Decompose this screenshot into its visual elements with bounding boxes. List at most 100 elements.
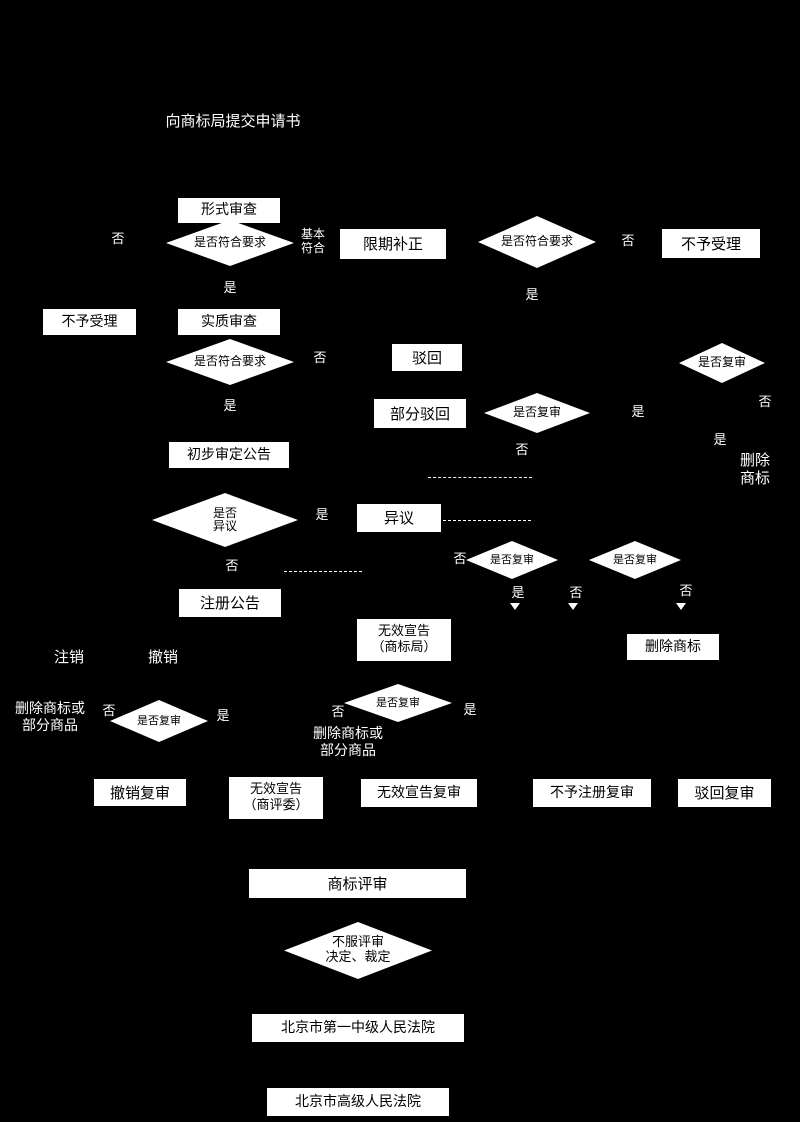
label-basically-conforms-label: 基本 <box>300 226 325 241</box>
delete-partial-text-left-label: 删除商标或 <box>15 701 85 718</box>
start-text-label: 向商标局提交申请书 <box>165 112 301 130</box>
intermediate-court-box-label: 北京市第一中级人民法院 <box>281 1019 435 1036</box>
delete-trademark-text-right-label: 商标 <box>739 469 770 487</box>
review-diamond-right-label: 是否复审 <box>697 355 746 370</box>
delete-trademark-box: 删除商标 <box>627 634 719 660</box>
intermediate-court-box: 北京市第一中级人民法院 <box>252 1014 464 1042</box>
delete-trademark-box-label: 删除商标 <box>645 638 701 655</box>
appeal-diamond-label: 不服评审 <box>331 935 384 951</box>
invalidation-office-box-label: （商标局） <box>371 640 437 655</box>
label-no-10-label: 否 <box>102 704 116 720</box>
label-yes-6: 是 <box>310 508 334 524</box>
label-yes-6-label: 是 <box>315 508 329 524</box>
review-diamond-b: 是否复审 <box>589 541 681 579</box>
label-no-4: 否 <box>753 395 777 411</box>
revocation-review-box: 撤销复审 <box>94 779 186 806</box>
label-no-10: 否 <box>98 704 120 720</box>
label-yes-7-label: 是 <box>511 586 525 602</box>
meets-requirements-diamond-3-label: 是否符合要求 <box>193 354 266 369</box>
review-diamond-mid-label: 是否复审 <box>512 405 561 420</box>
connector-dash-2 <box>443 520 531 521</box>
label-yes-4: 是 <box>218 399 242 415</box>
arrowhead-down-3 <box>676 603 686 610</box>
label-yes-7: 是 <box>506 586 530 602</box>
appeal-diamond-label: 决定、裁定 <box>325 949 391 965</box>
label-no-11-label: 否 <box>331 705 345 721</box>
label-yes-1: 是 <box>218 281 242 297</box>
invalidation-office-box-label: 无效宣告 <box>377 624 430 640</box>
arrowhead-down-1 <box>510 603 520 610</box>
invalidation-office-box: 无效宣告（商标局） <box>357 619 451 661</box>
meets-requirements-diamond-1: 是否符合要求 <box>166 220 294 266</box>
invalidation-review-box-label: 无效宣告复审 <box>377 784 461 801</box>
cancellation-text-label: 注销 <box>53 648 84 666</box>
opposition-diamond-label: 是否 <box>212 505 237 520</box>
label-no-1: 否 <box>106 232 130 248</box>
arrowhead-down-2 <box>568 603 578 610</box>
not-accepted-box-right-label: 不予受理 <box>680 234 741 253</box>
review-diamond-d: 是否复审 <box>110 700 208 742</box>
review-diamond-a-label: 是否复审 <box>490 552 534 566</box>
invalidation-board-box-label: （商评委） <box>243 798 309 813</box>
label-no-6: 否 <box>448 552 472 568</box>
label-no-3-label: 否 <box>313 351 327 367</box>
formal-examination-box: 形式审查 <box>178 198 280 223</box>
review-diamond-right: 是否复审 <box>679 343 765 383</box>
trademark-review-box: 商标评审 <box>249 869 466 898</box>
cancellation-text: 注销 <box>40 645 98 669</box>
high-court-box: 北京市高级人民法院 <box>267 1088 449 1116</box>
label-yes-8-label: 是 <box>216 709 230 725</box>
appeal-diamond: 不服评审决定、裁定 <box>284 922 432 979</box>
not-accepted-box-left: 不予受理 <box>43 309 136 335</box>
label-no-9-label: 否 <box>679 584 693 600</box>
label-no-3: 否 <box>308 351 332 367</box>
label-yes-1-label: 是 <box>223 281 237 297</box>
partial-rejection-box: 部分驳回 <box>374 399 466 428</box>
review-diamond-mid: 是否复审 <box>484 393 590 433</box>
review-diamond-b-label: 是否复审 <box>613 552 657 566</box>
trademark-review-box-label: 商标评审 <box>327 874 388 893</box>
opposition-diamond: 是否异议 <box>152 493 298 547</box>
label-no-4-label: 否 <box>758 395 772 411</box>
review-diamond-a: 是否复审 <box>466 541 558 579</box>
label-basically-conforms-label: 符合 <box>300 241 325 255</box>
meets-requirements-diamond-2: 是否符合要求 <box>478 216 596 268</box>
delete-trademark-text-right-label: 删除 <box>739 451 770 469</box>
preliminary-approval-box-label: 初步审定公告 <box>187 446 271 463</box>
label-yes-2-label: 是 <box>525 288 539 304</box>
rejection-box: 驳回 <box>392 344 462 371</box>
no-registration-review-box-label: 不予注册复审 <box>550 784 634 801</box>
rejection-review-box-label: 驳回复审 <box>694 784 755 802</box>
label-no-6-label: 否 <box>453 552 467 568</box>
rejection-box-label: 驳回 <box>411 348 442 367</box>
delete-trademark-text-right: 删除商标 <box>736 448 774 490</box>
rejection-review-box: 驳回复审 <box>678 779 771 807</box>
delete-partial-text-mid: 删除商标或部分商品 <box>300 724 396 762</box>
label-no-8-label: 否 <box>569 586 583 602</box>
invalidation-board-box: 无效宣告（商评委） <box>229 777 323 819</box>
invalidation-review-box: 无效宣告复审 <box>361 779 477 807</box>
label-yes-9-label: 是 <box>463 703 477 719</box>
label-no-1-label: 否 <box>111 232 125 248</box>
label-no-5-label: 否 <box>515 443 529 459</box>
no-registration-review-box: 不予注册复审 <box>533 779 651 807</box>
label-no-5: 否 <box>510 443 534 459</box>
label-yes-8: 是 <box>211 709 235 725</box>
delete-partial-text-mid-label: 删除商标或 <box>313 726 383 743</box>
not-accepted-box-right: 不予受理 <box>662 229 760 258</box>
high-court-box-label: 北京市高级人民法院 <box>295 1093 421 1110</box>
review-diamond-c: 是否复审 <box>344 684 452 722</box>
label-no-7: 否 <box>220 559 244 575</box>
correction-box: 限期补正 <box>340 229 446 259</box>
label-no-9: 否 <box>674 584 698 600</box>
label-yes-3-label: 是 <box>713 433 727 449</box>
meets-requirements-diamond-2-label: 是否符合要求 <box>500 234 573 249</box>
preliminary-approval-box: 初步审定公告 <box>169 442 289 468</box>
formal-examination-box-label: 形式审查 <box>201 202 257 219</box>
label-no-2-label: 否 <box>621 234 635 250</box>
revocation-text-label: 撤销 <box>147 648 178 666</box>
opposition-diamond-label: 异议 <box>212 519 237 533</box>
revocation-review-box-label: 撤销复审 <box>109 783 170 802</box>
connector-dash-1 <box>428 477 532 478</box>
